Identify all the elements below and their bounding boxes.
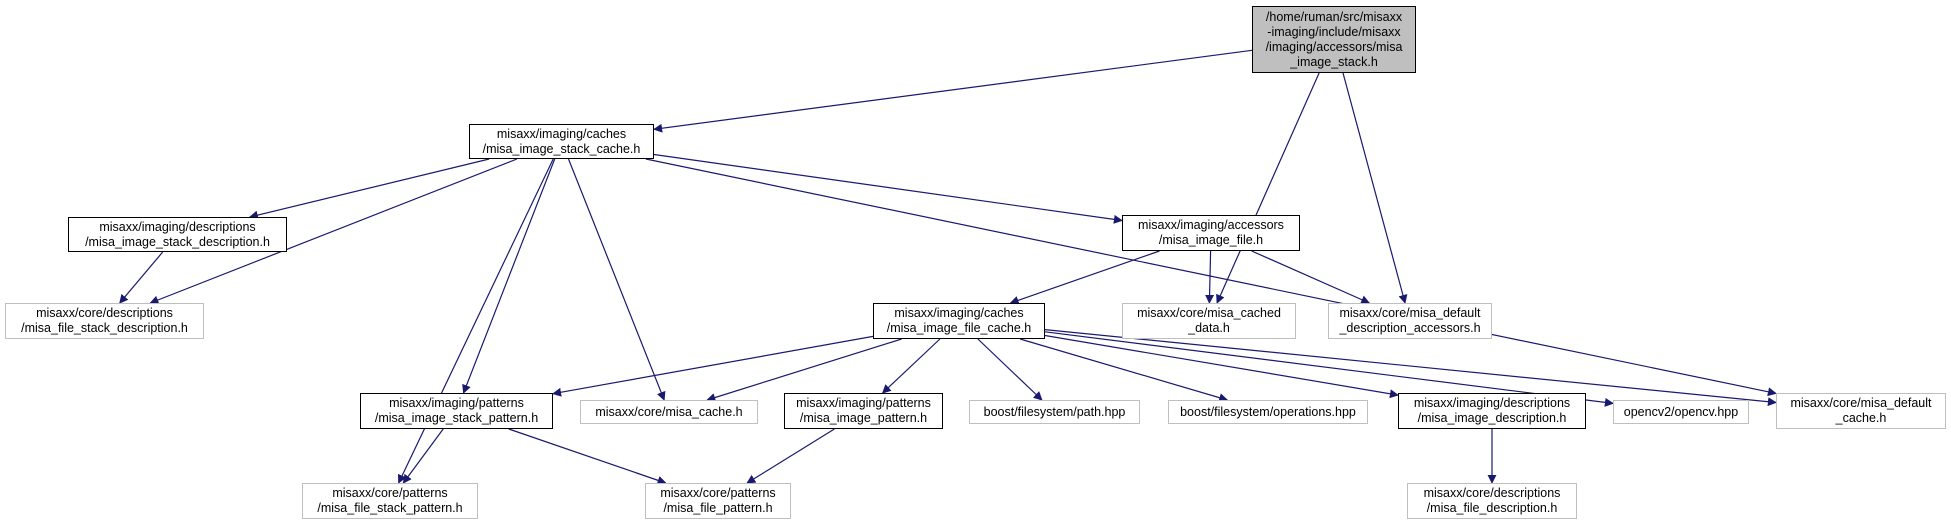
node-misa-file-stack-pattern-h[interactable]: misaxx/core/patterns /misa_file_stack_pa… xyxy=(302,483,478,519)
node-misa-image-file-h[interactable]: misaxx/imaging/accessors /misa_image_fil… xyxy=(1122,215,1300,251)
node-label-line: misaxx/imaging/caches xyxy=(894,306,1024,320)
edge-file_cache-to-image_desc xyxy=(1044,334,1399,399)
node-label-line: misaxx/core/misa_default xyxy=(1339,306,1481,320)
node-label-line: /misa_image_file_cache.h xyxy=(886,321,1032,335)
node-label-line: /misa_image_file.h xyxy=(1158,233,1264,247)
edge-stack_desc-to-file_stack_desc xyxy=(119,251,164,304)
edge-root-to-cached_data xyxy=(1216,72,1320,304)
node-root-misa-image-stack-h: /home/ruman/src/misaxx -imaging/include/… xyxy=(1252,6,1416,73)
edge-stack_cache-to-default_cache xyxy=(645,158,1777,397)
edge-stack_cache-to-stack_desc xyxy=(248,158,490,220)
node-label-line: misaxx/imaging/descriptions xyxy=(1413,396,1571,410)
node-misa-cached-data-h[interactable]: misaxx/core/misa_cached _data.h xyxy=(1122,303,1296,339)
edge-root-to-default_desc_acc xyxy=(1342,72,1408,304)
node-misa-image-stack-cache-h[interactable]: misaxx/imaging/caches /misa_image_stack_… xyxy=(469,124,654,159)
edge-file_cache-to-opencv xyxy=(1044,331,1614,407)
node-label-line: misaxx/imaging/accessors xyxy=(1138,218,1284,232)
node-label-line: misaxx/core/descriptions xyxy=(36,306,173,320)
node-label-line: /misa_file_stack_pattern.h xyxy=(317,501,463,515)
node-label-line: boost/filesystem/operations.hpp xyxy=(1180,404,1356,419)
node-label-line: -imaging/include/misaxx xyxy=(1267,24,1401,39)
node-label-line: /misa_image_description.h xyxy=(1417,411,1567,425)
node-opencv2-opencv-hpp[interactable]: opencv2/opencv.hpp xyxy=(1613,400,1749,424)
node-label-line: boost/filesystem/path.hpp xyxy=(983,404,1126,419)
node-boost-filesystem-path-hpp[interactable]: boost/filesystem/path.hpp xyxy=(969,400,1140,424)
edge-file_cache-to-bfs_ops xyxy=(1019,338,1229,403)
edge-file_cache-to-image_pattern xyxy=(881,338,941,394)
node-misa-image-file-cache-h[interactable]: misaxx/imaging/caches /misa_image_file_c… xyxy=(873,303,1045,339)
node-label-line: /imaging/accessors/misa xyxy=(1265,39,1403,54)
node-misa-cache-h[interactable]: misaxx/core/misa_cache.h xyxy=(580,400,758,424)
edge-image_pattern-to-file_pattern xyxy=(746,428,835,484)
node-label-line: _data.h xyxy=(1188,321,1230,335)
node-misa-image-stack-description-h[interactable]: misaxx/imaging/descriptions /misa_image_… xyxy=(68,217,287,252)
node-misa-image-stack-pattern-h[interactable]: misaxx/imaging/patterns /misa_image_stac… xyxy=(360,393,553,429)
node-label-line: _cache.h xyxy=(1835,411,1887,425)
edge-image_file-to-cached_data xyxy=(1205,250,1215,304)
node-label-line: misaxx/imaging/patterns xyxy=(389,396,524,410)
node-label-line: misaxx/core/misa_cached xyxy=(1137,306,1281,320)
edge-stack_pattern-to-file_stack_pattern xyxy=(402,428,444,484)
node-label-line: /home/ruman/src/misaxx xyxy=(1265,9,1403,24)
node-label-line: /misa_image_stack_cache.h xyxy=(482,141,641,156)
edge-file_cache-to-stack_pattern xyxy=(552,335,874,397)
node-misa-image-description-h[interactable]: misaxx/imaging/descriptions /misa_image_… xyxy=(1398,393,1586,429)
node-boost-filesystem-operations-hpp[interactable]: boost/filesystem/operations.hpp xyxy=(1168,400,1368,424)
node-label-line: misaxx/imaging/descriptions xyxy=(99,219,256,234)
node-label-line: _description_accessors.h xyxy=(1339,321,1481,335)
node-label-line: _image_stack.h xyxy=(1290,54,1378,69)
edge-stack_cache-to-image_file xyxy=(653,153,1123,224)
edge-stack_cache-to-stack_pattern xyxy=(462,158,556,394)
node-label-line: /misa_image_pattern.h xyxy=(799,411,928,425)
node-misa-image-pattern-h[interactable]: misaxx/imaging/patterns /misa_image_patt… xyxy=(784,393,943,429)
node-label-line: misaxx/core/misa_cache.h xyxy=(595,404,743,419)
node-label-line: /misa_image_stack_pattern.h xyxy=(374,411,539,425)
node-label-line: /misa_image_stack_description.h xyxy=(85,234,270,249)
edge-stack_cache-to-misa_cache xyxy=(567,158,666,401)
node-label-line: /misa_file_description.h xyxy=(1426,501,1558,515)
edge-image_file-to-file_cache xyxy=(1009,250,1160,305)
edge-stack_cache-to-file_stack_desc xyxy=(149,158,518,305)
edge-image_file-to-default_desc_acc xyxy=(1251,250,1371,304)
node-label-line: /misa_file_pattern.h xyxy=(663,501,773,515)
node-misa-default-cache-h[interactable]: misaxx/core/misa_default _cache.h xyxy=(1776,393,1946,429)
edge-file_cache-to-misa_cache xyxy=(706,338,902,402)
node-misa-default-description-accessors-h[interactable]: misaxx/core/misa_default _description_ac… xyxy=(1328,303,1492,339)
edge-root-to-stack_cache xyxy=(653,49,1253,133)
node-label-line: misaxx/core/patterns xyxy=(332,486,448,500)
node-misa-file-stack-description-h[interactable]: misaxx/core/descriptions /misa_file_stac… xyxy=(5,303,204,339)
node-label-line: misaxx/core/patterns xyxy=(660,486,776,500)
node-label-line: misaxx/imaging/patterns xyxy=(796,396,931,410)
edge-file_cache-to-bfs_path xyxy=(977,338,1043,401)
node-misa-file-description-h[interactable]: misaxx/core/descriptions /misa_file_desc… xyxy=(1407,483,1577,519)
edge-stack_cache-to-file_stack_pattern xyxy=(398,158,554,484)
edge-file_cache-to-default_cache xyxy=(1044,329,1777,407)
edge-stack_pattern-to-file_pattern xyxy=(508,428,667,485)
node-label-line: misaxx/core/misa_default xyxy=(1790,396,1932,410)
node-label-line: opencv2/opencv.hpp xyxy=(1623,404,1739,419)
node-label-line: misaxx/imaging/caches xyxy=(496,126,627,141)
node-label-line: /misa_file_stack_description.h xyxy=(21,321,188,335)
node-label-line: misaxx/core/descriptions xyxy=(1423,486,1561,500)
node-misa-file-pattern-h[interactable]: misaxx/core/patterns /misa_file_pattern.… xyxy=(645,483,791,519)
